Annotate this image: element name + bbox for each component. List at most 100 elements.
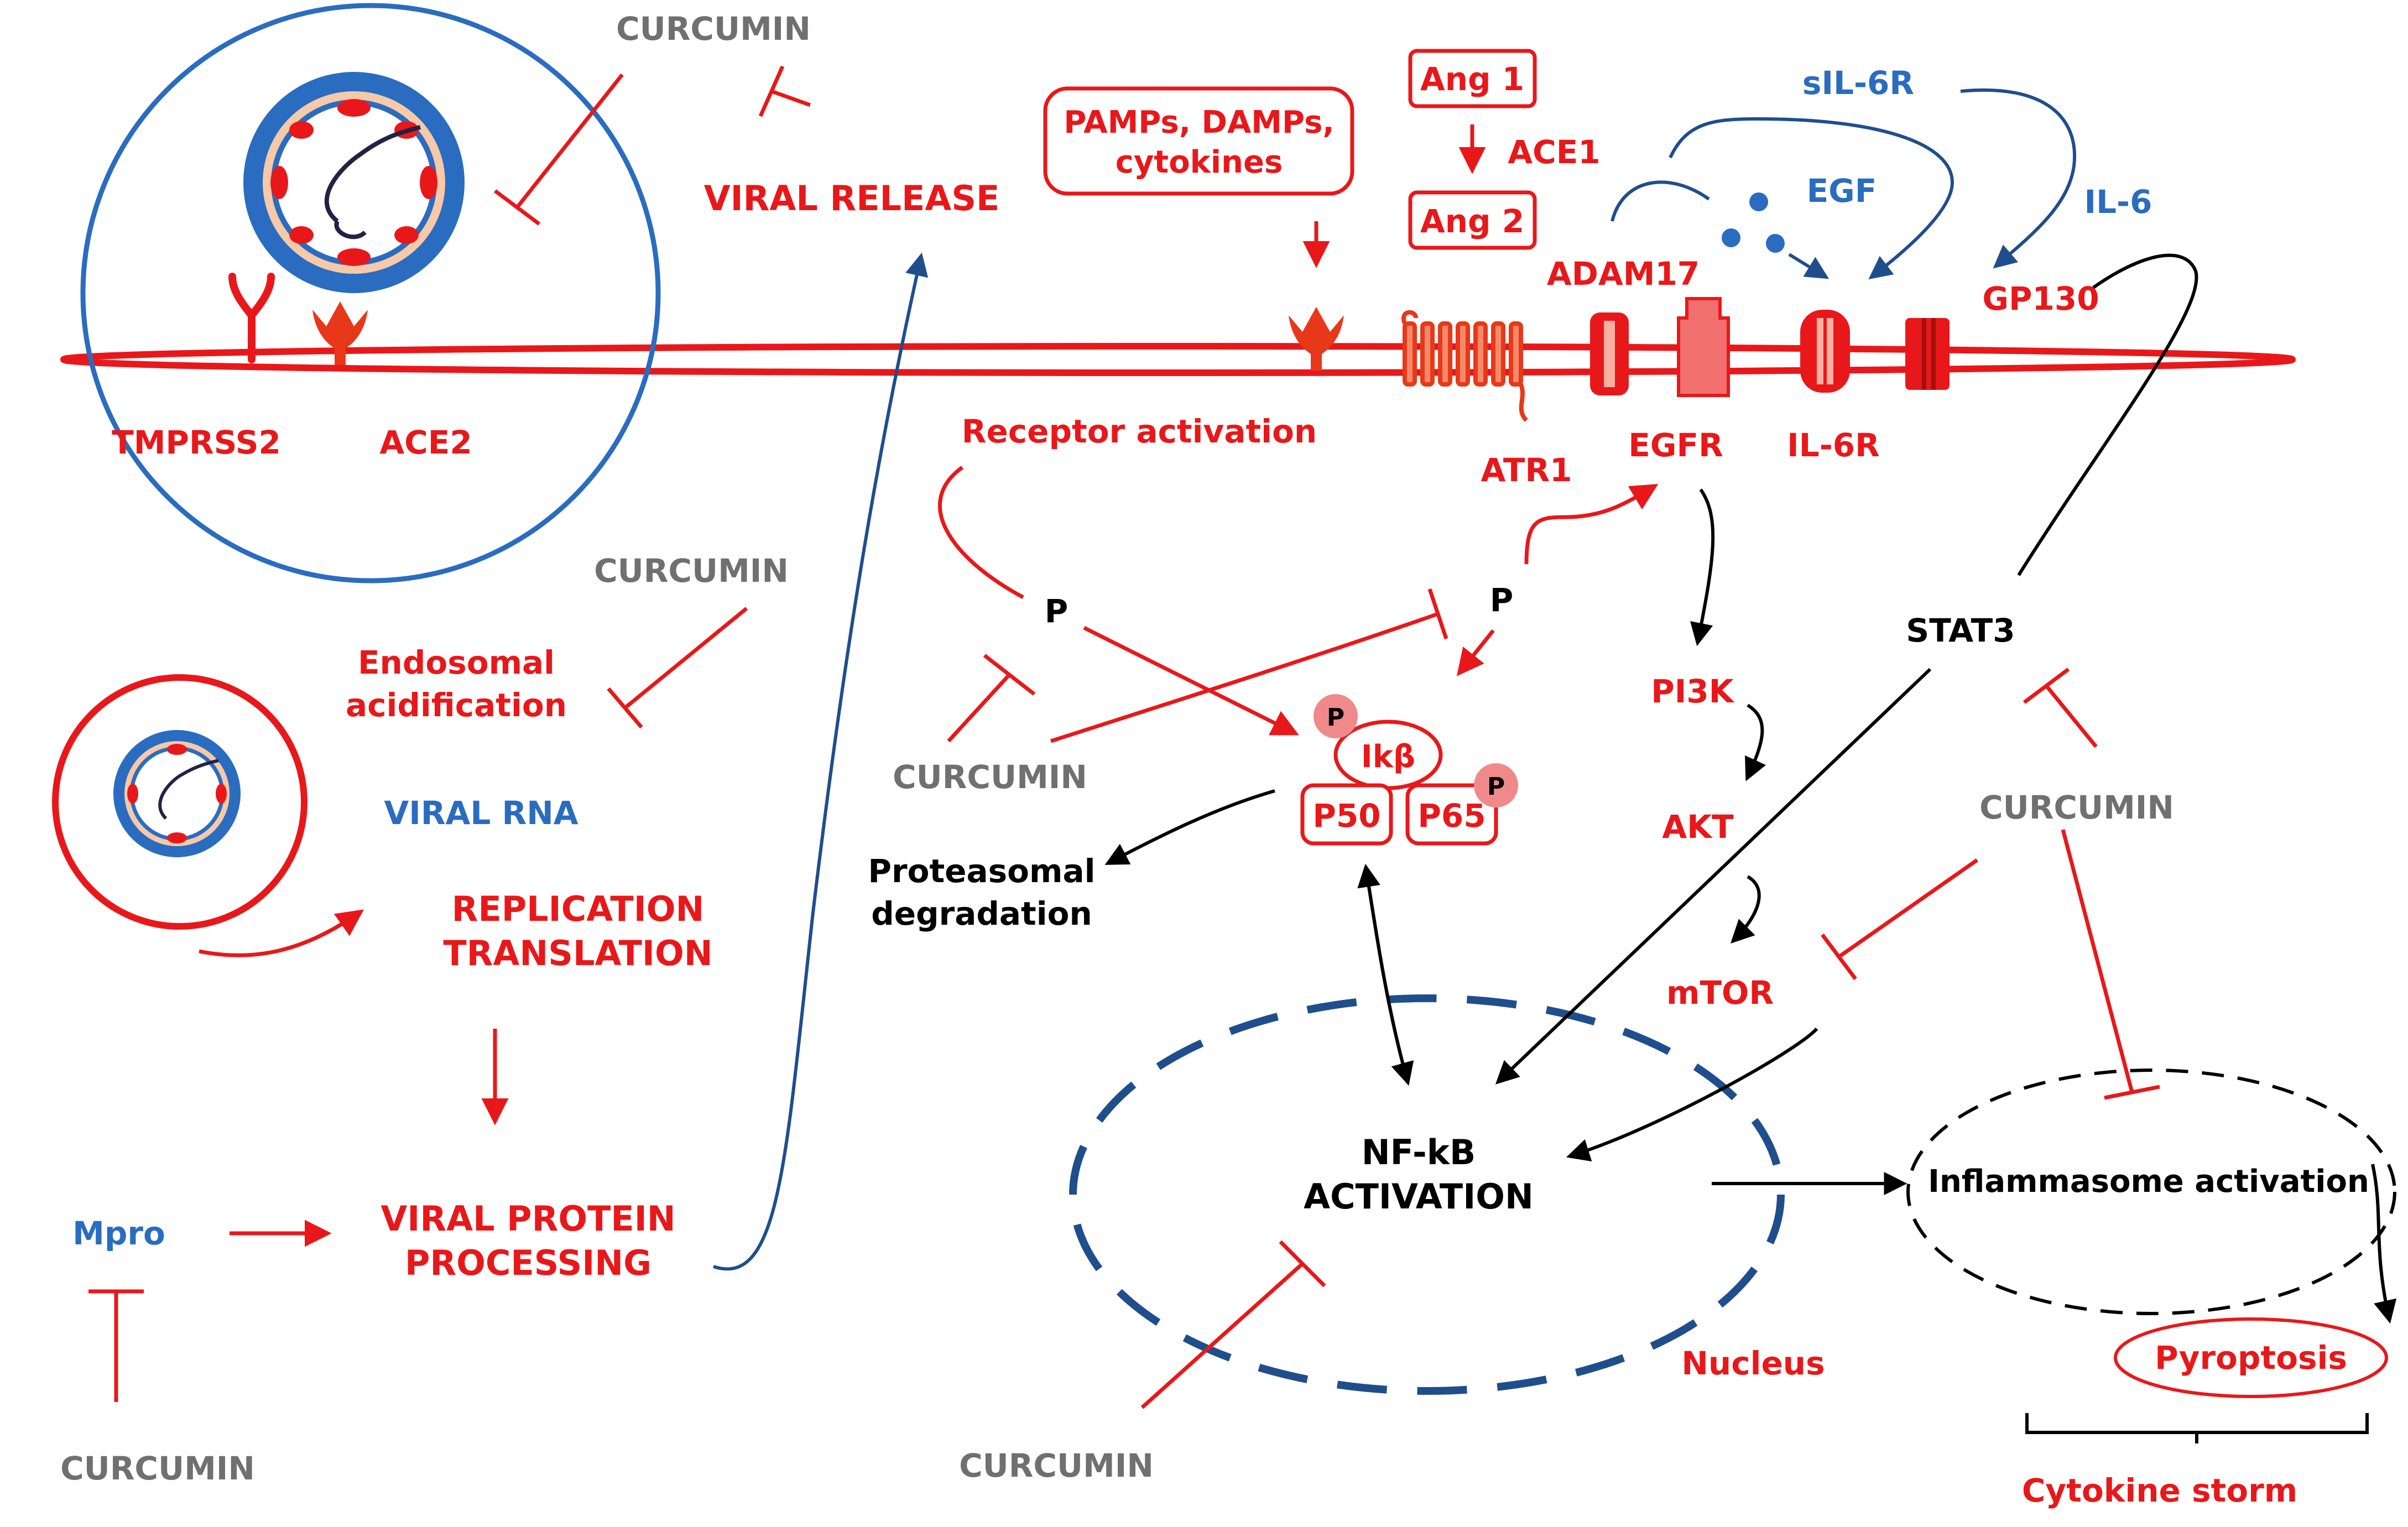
ang1-label: Ang 1 bbox=[1420, 60, 1524, 98]
p-badge-p65 bbox=[1474, 763, 1518, 807]
inflammasome-ellipse bbox=[1906, 1069, 2396, 1315]
replication-label: REPLICATION bbox=[452, 889, 705, 929]
stat3-label: STAT3 bbox=[1906, 612, 2015, 649]
inhibit-receptor bbox=[947, 654, 1036, 743]
adam17-label: ADAM17 bbox=[1547, 255, 1700, 293]
inhibit-atr1 bbox=[1050, 588, 1448, 743]
curcumin-label-2: CURCUMIN bbox=[594, 552, 789, 590]
tmprss2-label: TMPRSS2 bbox=[112, 424, 281, 461]
curcumin-label-4: CURCUMIN bbox=[1979, 789, 2174, 826]
inhibit-mtor bbox=[1821, 858, 1979, 981]
virus-particle-icon bbox=[243, 72, 465, 293]
il6r-label: IL-6R bbox=[1787, 426, 1880, 464]
arrow-egf-egfr bbox=[1788, 253, 1830, 279]
pyroptosis-label: Pyroptosis bbox=[2155, 1339, 2347, 1377]
p65-box bbox=[1405, 783, 1498, 846]
pyroptosis-oval bbox=[2114, 1317, 2388, 1398]
inflammasome-label: Inflammasome activation bbox=[1928, 1164, 2369, 1200]
receptor-activation-label: Receptor activation bbox=[962, 413, 1317, 450]
pi3k-label: PI3K bbox=[1651, 673, 1734, 710]
vpp-label-line2: PROCESSING bbox=[405, 1243, 651, 1283]
endosomal-label-line1: Endosomal bbox=[358, 644, 555, 681]
nucleus-label: Nucleus bbox=[1681, 1344, 1825, 1382]
red-arrows bbox=[199, 124, 1659, 1247]
pamps-label-line1: PAMPs, DAMPs, bbox=[1064, 105, 1334, 140]
p65-label: P65 bbox=[1417, 797, 1486, 835]
arrow-adam17-egf bbox=[1610, 180, 1710, 222]
curcumin-label-1: CURCUMIN bbox=[616, 10, 811, 48]
ang1-box bbox=[1408, 49, 1537, 108]
black-arrows bbox=[1104, 253, 2397, 1324]
p-badge-p65-label: P bbox=[1487, 773, 1505, 801]
arrow-p-ikb bbox=[1083, 626, 1299, 736]
egf-dots bbox=[1722, 192, 1785, 253]
egf-label: EGF bbox=[1807, 172, 1877, 210]
endosomal-label-line2: acidification bbox=[346, 686, 567, 724]
gp130-label: GP130 bbox=[1982, 280, 2099, 317]
adam17-icon bbox=[1590, 312, 1629, 395]
egfr-receptor-icon bbox=[1677, 297, 1730, 397]
arrow-stat3-nfkb bbox=[1495, 668, 1932, 1085]
inhibit-stat3 bbox=[2023, 668, 2098, 748]
arrow-sil6r bbox=[1669, 117, 1954, 280]
inhibit-nfkb bbox=[1140, 1240, 1326, 1409]
inhibit-inflammasome bbox=[2061, 829, 2160, 1100]
ang2-box bbox=[1408, 190, 1537, 250]
arrow-atr1-egfr bbox=[1524, 483, 1659, 565]
vpp-label-line1: VIRAL PROTEIN bbox=[381, 1198, 675, 1239]
p50-label: P50 bbox=[1312, 797, 1380, 835]
nucleus-boundary bbox=[1069, 994, 1785, 1395]
pamp-receptor-icon bbox=[1289, 307, 1344, 371]
p-label-2: P bbox=[1490, 581, 1514, 619]
arrow-egfr-pi3k bbox=[1690, 488, 1715, 647]
ace1-label: ACE1 bbox=[1508, 133, 1600, 171]
inhibit-viral-entry bbox=[493, 73, 624, 226]
il6-label: IL-6 bbox=[2084, 183, 2152, 221]
proteasomal-label-line2: degradation bbox=[871, 895, 1092, 932]
p-badge-ikb bbox=[1314, 694, 1358, 738]
arrow-receptor-p bbox=[938, 466, 1024, 600]
p-badge-ikb-label: P bbox=[1327, 703, 1344, 732]
nfkb-label-line1: NF-kB bbox=[1362, 1132, 1476, 1172]
cell-membrane bbox=[60, 343, 2296, 376]
curcumin-label-6: CURCUMIN bbox=[959, 1447, 1154, 1484]
il6r-receptor-icon bbox=[1800, 310, 1850, 393]
curcumin-inhibitions bbox=[88, 65, 2160, 1409]
viral-entry-circle bbox=[80, 3, 661, 583]
arrow-inflammasome-pyroptosis bbox=[2371, 1164, 2397, 1324]
mpro-label: Mpro bbox=[72, 1215, 165, 1252]
arrow-mtor-nfkb bbox=[1566, 1027, 1818, 1162]
akt-label: AKT bbox=[1662, 808, 1734, 846]
ace2-receptor-icon bbox=[312, 301, 368, 365]
proteasomal-label-line1: Proteasomal bbox=[868, 852, 1096, 890]
inhibit-endosomal bbox=[607, 607, 748, 729]
viral-rna-label: VIRAL RNA bbox=[384, 794, 578, 832]
arrow-akt-mtor bbox=[1731, 875, 1761, 944]
arrow-p-ikb2 bbox=[1456, 629, 1495, 676]
curcumin-label-3: CURCUMIN bbox=[893, 758, 1087, 796]
ikb-label: Ikβ bbox=[1361, 739, 1415, 775]
tmprss2-receptor-icon bbox=[228, 273, 275, 363]
atr1-label: ATR1 bbox=[1481, 451, 1572, 489]
sil6r-label: sIL-6R bbox=[1802, 64, 1914, 102]
atr1-receptor-icon bbox=[1401, 310, 1529, 422]
endosome-circle bbox=[52, 674, 307, 930]
cytokine-storm-bracket bbox=[2025, 1413, 2369, 1443]
p-label-1: P bbox=[1045, 592, 1069, 630]
curcumin-label-5: CURCUMIN bbox=[60, 1450, 255, 1487]
arrow-p50-proteasomal bbox=[1104, 789, 1275, 865]
nfkb-label-line2: ACTIVATION bbox=[1304, 1176, 1534, 1217]
viral-release-label: VIRAL RELEASE bbox=[704, 178, 1000, 218]
ace2-label: ACE2 bbox=[379, 424, 472, 461]
blue-arrows bbox=[713, 88, 2076, 1271]
egfr-label: EGFR bbox=[1628, 426, 1723, 464]
ang2-label: Ang 2 bbox=[1420, 202, 1524, 240]
gp130-receptor-icon bbox=[1905, 318, 1950, 390]
cytokine-storm-label: Cytokine storm bbox=[2022, 1472, 2297, 1509]
pamps-label-line2: cytokines bbox=[1116, 144, 1283, 180]
arrow-il6-gp130 bbox=[1960, 88, 2076, 269]
arrow-gp130-stat3 bbox=[2017, 253, 2198, 576]
p50-box bbox=[1300, 783, 1393, 846]
endosome-virus-icon bbox=[113, 730, 241, 857]
